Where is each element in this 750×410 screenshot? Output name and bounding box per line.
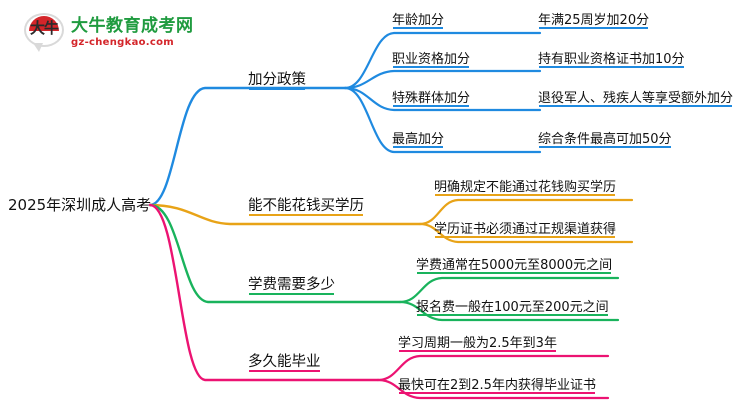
link-0-3 <box>343 86 542 154</box>
leaf-zuigao-jiafen[interactable]: 最高加分 <box>392 132 445 147</box>
link-0-2 <box>343 86 542 112</box>
link-2-1 <box>398 300 620 322</box>
link-1-1 <box>418 222 634 244</box>
trunk-branch-3 <box>148 203 380 382</box>
branch-node-xuefei[interactable]: 学费需要多少 <box>248 277 335 293</box>
leaf-zhiye-zige-jiafen[interactable]: 职业资格加分 <box>392 52 471 67</box>
logo-title: 大牛教育成考网 <box>71 15 194 36</box>
logo-bubble-icon: 大牛 <box>24 13 64 53</box>
leaf-baomingfei-qujian[interactable]: 报名费一般在100元至200元之间 <box>416 300 609 315</box>
leaf-teshu-quntijiafen[interactable]: 特殊群体加分 <box>392 91 471 106</box>
link-3-1 <box>376 378 610 400</box>
trunk-branch-2 <box>148 203 402 304</box>
logo-subtitle: gz-chengkao.com <box>71 37 175 49</box>
leaf-zuikuai-biye[interactable]: 最快可在2到2.5年内获得毕业证书 <box>398 378 596 393</box>
branch-node-biye[interactable]: 多久能毕业 <box>248 354 321 370</box>
link-1-0 <box>418 198 634 226</box>
leaf-buneng-goumai-xueli[interactable]: 明确规定不能通过花钱购买学历 <box>434 180 617 195</box>
trunk-branch-1 <box>148 203 422 226</box>
detail-zuigao-jiafen[interactable]: 综合条件最高可加50分 <box>538 132 672 147</box>
mindmap-root-node[interactable]: 2025年深圳成人高考 <box>8 196 152 214</box>
leaf-zhenggui-qudao[interactable]: 学历证书必须通过正规渠道获得 <box>434 222 617 237</box>
link-2-0 <box>398 276 620 304</box>
trunk-branch-0 <box>148 86 347 207</box>
branch-node-huaqian-maixueli[interactable]: 能不能花钱买学历 <box>248 198 364 214</box>
link-3-0 <box>376 354 610 382</box>
site-logo: 大牛 大牛教育成考网 gz-chengkao.com <box>24 10 204 56</box>
logo-mark-text: 大牛 <box>29 19 59 37</box>
link-0-1 <box>343 69 542 90</box>
detail-teshu-quntijiafen[interactable]: 退役军人、残疾人等享受额外加分 <box>538 91 734 106</box>
link-0-0 <box>343 31 542 90</box>
leaf-xuefei-qujian[interactable]: 学费通常在5000元至8000元之间 <box>416 258 613 273</box>
leaf-xuexi-zhouqi[interactable]: 学习周期一般为2.5年到3年 <box>398 336 557 351</box>
branch-node-jiafen-zhengce[interactable]: 加分政策 <box>248 72 306 88</box>
leaf-nianling-jiafen[interactable]: 年龄加分 <box>392 13 445 28</box>
detail-nianling-jiafen[interactable]: 年满25周岁加20分 <box>538 13 650 28</box>
detail-zhiye-zige-jiafen[interactable]: 持有职业资格证书加10分 <box>538 52 685 67</box>
